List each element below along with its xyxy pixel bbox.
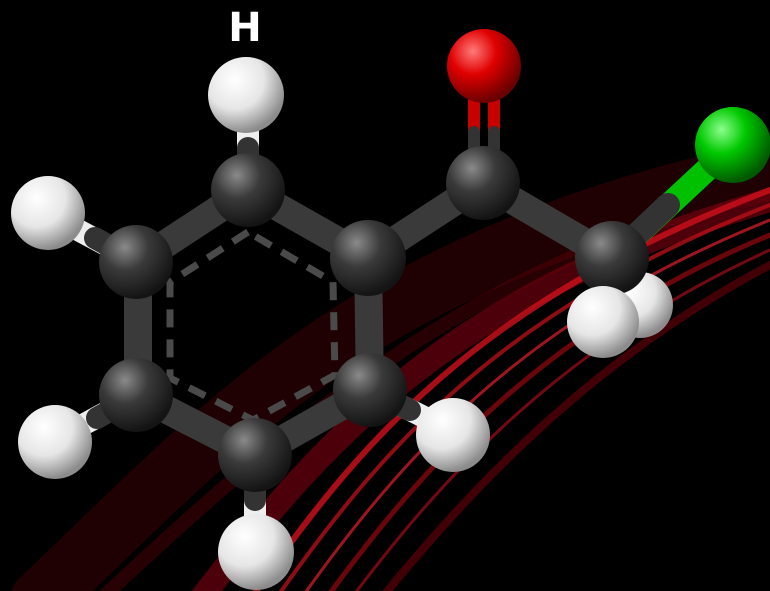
atom-c-carbonyl <box>446 146 520 220</box>
atom-label-h: H <box>228 5 262 51</box>
atom-c-ch2 <box>575 221 649 295</box>
atom-h-ch2-front <box>567 286 639 358</box>
atom-o <box>447 29 521 103</box>
atom-c-ring-lower-right <box>333 353 407 427</box>
atom-c-ring-bottom <box>218 418 292 492</box>
atom-c-ring-left <box>99 225 173 299</box>
atom-h-top <box>208 57 284 133</box>
atom-c-ring-upper-right <box>330 220 406 296</box>
atom-c-ring-top <box>211 153 285 227</box>
atoms <box>11 29 770 590</box>
atom-h-bottom <box>218 514 294 590</box>
atom-cl <box>695 107 770 183</box>
atom-h-right <box>416 398 490 472</box>
atom-c-ring-lower-left <box>99 358 173 432</box>
atom-h-left <box>11 176 85 250</box>
atom-h-lower-left <box>18 405 92 479</box>
